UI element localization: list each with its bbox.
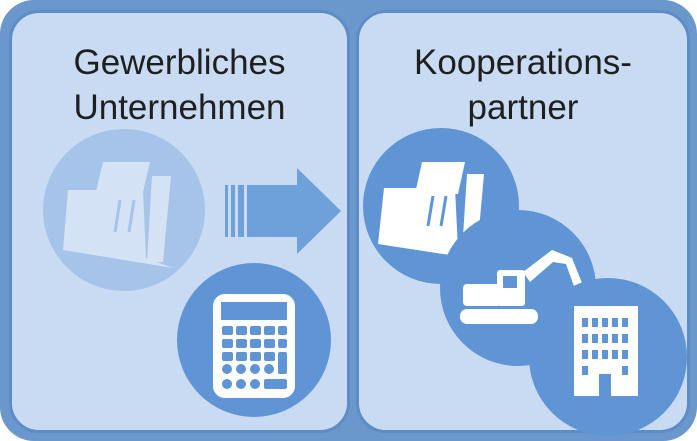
arrow-right-icon <box>225 168 341 254</box>
building-icon <box>529 278 687 436</box>
blocks-icon-faded <box>43 129 205 291</box>
panel-title-right: Kooperations- partner <box>414 43 632 127</box>
calculator-icon <box>177 263 331 417</box>
panel-title-left: Gewerbliches Unternehmen <box>73 43 286 127</box>
